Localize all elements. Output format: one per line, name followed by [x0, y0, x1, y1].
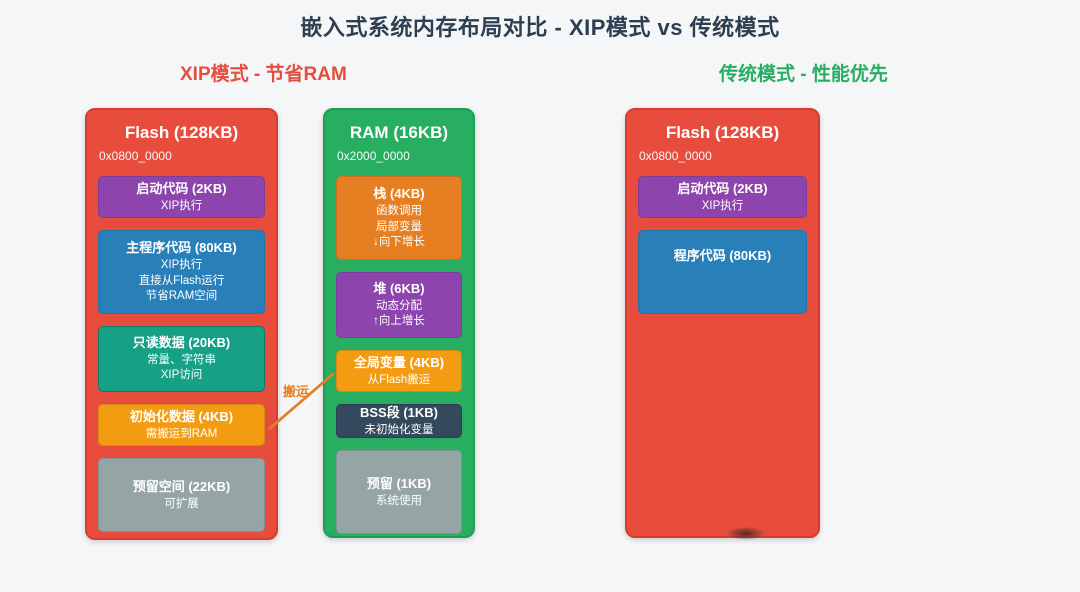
- memory-block: 全局变量 (4KB) 从Flash搬运: [336, 350, 462, 392]
- memory-block-detail: ↑向上增长: [373, 315, 425, 328]
- column-ram: RAM (16KB) 0x2000_0000 栈 (4KB) 函数调用局部变量 ↓向下增…: [323, 108, 475, 538]
- memory-block: 只读数据 (20KB) 常量、字符串 XIP访问: [98, 326, 265, 392]
- memory-block: 启动代码 (2KB) XIP执行: [638, 176, 807, 218]
- memory-block-detail: 节省RAM空间: [145, 290, 218, 303]
- base-address-label: 0x0800_0000: [99, 149, 172, 163]
- page-title: 嵌入式系统内存布局对比 - XIP模式 vs 传统模式: [300, 15, 780, 40]
- memory-blocks: 启动代码 (2KB)XIP执行主程序代码 (80KB)XIP执行直接从Flash…: [87, 176, 276, 532]
- memory-block-title: 全局变量 (4KB): [353, 354, 445, 370]
- memory-block-detail: 函数调用: [376, 205, 422, 218]
- memory-block: 主程序代码 (80KB) XIP执行直接从Flash运行节省RAM空间: [98, 230, 265, 314]
- memory-block-detail: 系统使用: [376, 494, 422, 507]
- memory-block: 堆 (6KB) 动态分配 ↑向上增长: [336, 272, 462, 338]
- memory-block-title: BSS段 (1KB): [359, 404, 438, 420]
- memory-block: 预留 (1KB) 系统使用: [336, 450, 462, 534]
- memory-block-title: 启动代码 (2KB): [136, 180, 227, 196]
- memory-column-title: Flash (128KB): [124, 123, 239, 142]
- memory-block-detail: 未初始化变量: [364, 423, 434, 436]
- memory-block-title: 只读数据 (20KB): [132, 335, 231, 351]
- memory-block: 程序代码 (80KB): [638, 230, 807, 314]
- memory-block: 预留空间 (22KB) 可扩展: [98, 458, 265, 532]
- memory-block-title: 初始化数据 (4KB): [129, 408, 234, 424]
- memory-block-title: 主程序代码 (80KB): [126, 240, 237, 256]
- column-flash-traditional: Flash (128KB) 0x0800_0000 启动代码 (2KB) XIP执行程…: [625, 108, 820, 538]
- memory-blocks: 启动代码 (2KB) XIP执行程序代码 (80KB): [627, 176, 818, 314]
- memory-block-detail: 从Flash搬运: [367, 373, 431, 386]
- memory-block-detail: 局部变量: [376, 220, 422, 233]
- memory-block-detail: XIP访问: [160, 369, 203, 382]
- memory-block-detail: XIP执行: [160, 259, 203, 272]
- memory-block-title: 预留 (1KB): [366, 475, 432, 491]
- memory-block-detail: 直接从Flash运行: [138, 274, 225, 287]
- xip-mode-subtitle: XIP模式 - 节省RAM: [180, 64, 347, 85]
- copy-arrow-label: 搬运: [283, 384, 310, 399]
- memory-block-detail: 需搬运到RAM: [145, 427, 218, 440]
- memory-block-title: 堆 (6KB): [373, 281, 425, 297]
- memory-column-title: RAM (16KB): [349, 123, 449, 142]
- memory-block: 初始化数据 (4KB) 需搬运到RAM: [98, 404, 265, 446]
- memory-block-detail: XIP执行: [701, 199, 744, 212]
- memory-block-detail: 动态分配: [376, 299, 422, 312]
- memory-block-detail: 可扩展: [164, 497, 199, 510]
- memory-block-title: 栈 (4KB): [373, 186, 425, 202]
- memory-block-title: 程序代码 (80KB): [673, 248, 772, 263]
- smudge-artifact: [727, 527, 765, 540]
- memory-block: 栈 (4KB) 函数调用局部变量 ↓向下增长: [336, 176, 462, 260]
- traditional-mode-subtitle: 传统模式 - 性能优先: [719, 64, 888, 85]
- base-address-label: 0x0800_0000: [639, 149, 712, 163]
- memory-block-title: 预留空间 (22KB): [132, 478, 231, 494]
- memory-blocks: 栈 (4KB) 函数调用局部变量 ↓向下增长堆 (6KB) 动态分配 ↑向上增长全局变量…: [325, 176, 473, 534]
- memory-column-title: Flash (128KB): [665, 123, 780, 142]
- memory-block-detail: XIP执行: [160, 199, 203, 212]
- memory-block: BSS段 (1KB) 未初始化变量: [336, 404, 462, 438]
- memory-block: 启动代码 (2KB) XIP执行: [98, 176, 265, 218]
- base-address-label: 0x2000_0000: [337, 149, 410, 163]
- memory-block-detail: 常量、字符串: [147, 353, 216, 366]
- memory-block-title: 启动代码 (2KB): [677, 180, 768, 196]
- memory-block-detail: ↓向下增长: [373, 236, 425, 249]
